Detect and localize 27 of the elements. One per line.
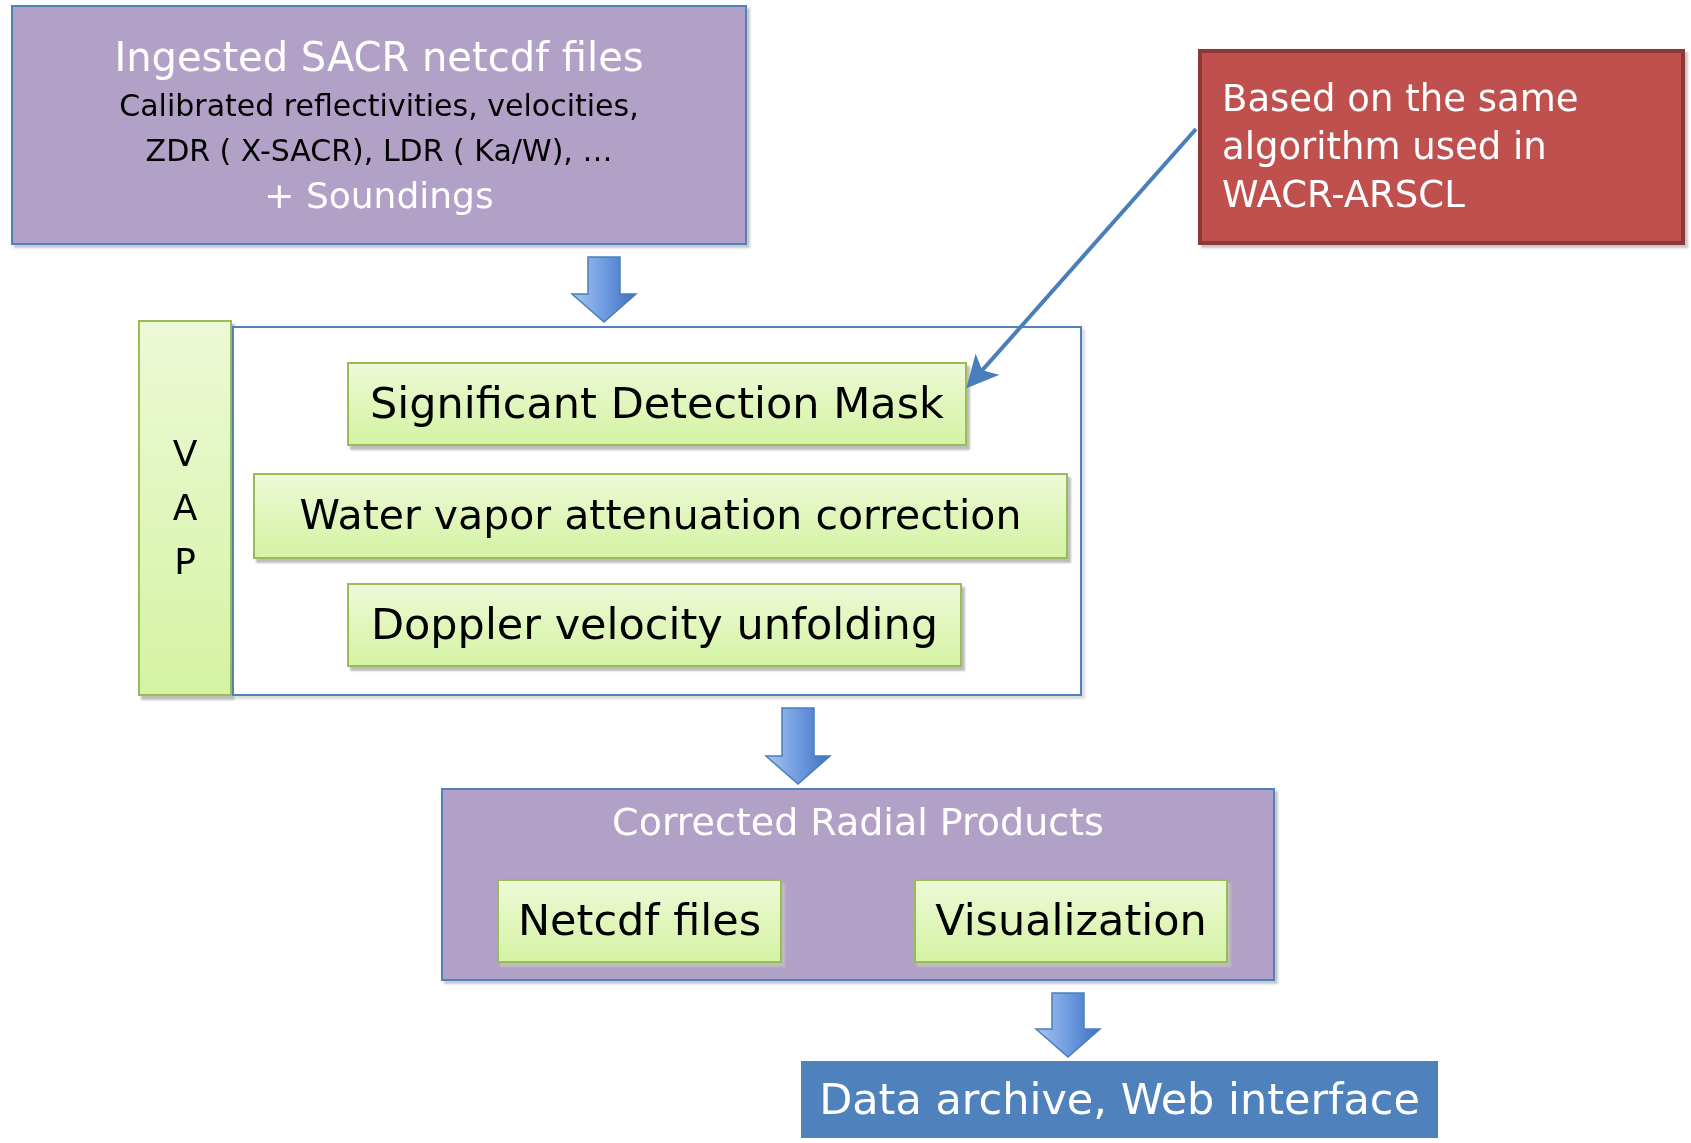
vertical-label-box xyxy=(138,320,232,696)
heading-text: Water vapor attenuation correction xyxy=(299,490,1022,542)
heading-text: Significant Detection Mask xyxy=(370,377,944,431)
block-arrow xyxy=(764,707,832,785)
note-box xyxy=(1198,49,1685,245)
heading-text: Visualization xyxy=(935,894,1207,948)
output-box xyxy=(914,879,1228,963)
block-arrow xyxy=(1034,992,1102,1058)
block-arrow xyxy=(570,256,638,323)
archive-box xyxy=(801,1061,1438,1138)
heading-text: VAP xyxy=(171,432,199,584)
heading-text: Ingested SACR netcdf files xyxy=(114,32,644,82)
top-input-box xyxy=(11,5,747,245)
heading-text: Doppler velocity unfolding xyxy=(370,598,939,652)
heading-text: Based on the same algorithm used in WACR-ARSCL xyxy=(1222,75,1580,219)
body-text: + Soundings xyxy=(264,173,494,218)
heading-text: Netcdf files xyxy=(517,894,762,948)
output-group-box xyxy=(441,788,1275,981)
process-group-box xyxy=(232,326,1082,696)
heading-text: Corrected Radial Products xyxy=(612,799,1104,846)
output-box xyxy=(497,879,782,963)
process-box xyxy=(253,473,1068,559)
arrow xyxy=(966,127,1198,389)
process-box xyxy=(347,583,962,667)
body-text: Calibrated reflectivities, velocities, ZDR ( X-SACR), LDR ( Ka/W), … xyxy=(119,86,639,170)
heading-text: Data archive, Web interface xyxy=(819,1072,1420,1126)
process-box xyxy=(347,362,967,446)
